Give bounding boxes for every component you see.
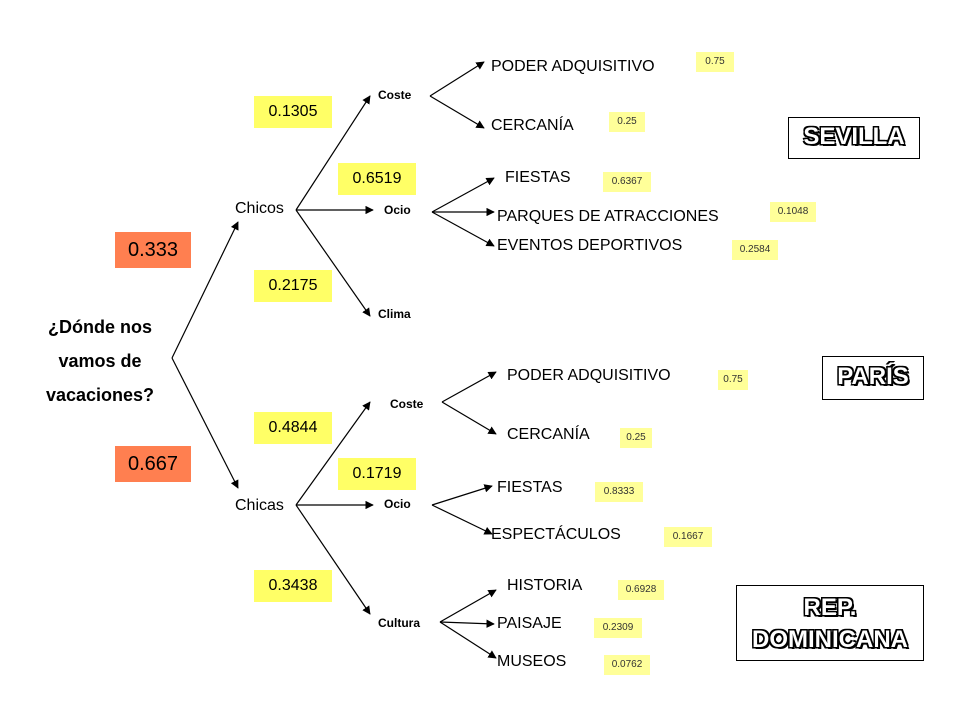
leaf-chicas-paisaje: PAISAJE [497,615,562,632]
node-chicas: Chicas [235,497,284,514]
weight-chicos-coste: 0.1305 [254,96,332,128]
destination-rep-line-1: REP. [803,594,857,621]
weight-chicas-historia: 0.6928 [618,580,664,600]
edge-coste-poder-1 [429,61,485,97]
leaf-chicas-museos: MUSEOS [497,653,567,670]
weight-chicas-fiestas: 0.8333 [595,482,643,502]
edge-coste-cercania-1 [429,95,485,129]
leaf-chicos-eventos: EVENTOS DEPORTIVOS [497,237,683,254]
edge-cultura-museos [439,621,497,659]
destination-rep-dominicana: REP. DOMINICANA [736,585,924,661]
edge-coste-poder-2 [441,371,497,403]
edge-chicas-coste [295,401,371,506]
edge-cultura-paisaje [439,619,495,628]
edge-chicos-coste [295,95,371,211]
weight-chicas-coste: 0.4844 [254,412,332,444]
destination-rep-line-2: DOMINICANA [752,626,908,653]
leaf-chicas-cercania: CERCANÍA [507,426,590,443]
edge-root-chicos [171,221,239,359]
weight-chicos-clima: 0.2175 [254,270,332,302]
weight-chicas-poder: 0.75 [718,370,748,390]
criterion-chicas-cultura: Cultura [378,616,420,630]
weight-chicas-museos: 0.0762 [604,655,650,675]
edge-root-chicas [171,357,239,489]
root-question: ¿Dónde nos vamos de vacaciones? [20,310,180,412]
criterion-chicos-ocio: Ocio [384,203,411,217]
weight-chicos-ocio: 0.6519 [338,163,416,195]
edge-chicas-cultura [295,504,371,615]
leaf-chicos-parques: PARQUES DE ATRACCIONES [497,208,719,225]
root-question-line-3: vacaciones? [45,385,155,405]
criterion-chicos-clima: Clima [378,307,411,321]
destination-sevilla: SEVILLA [788,117,920,159]
edge-ocio-fiestas-1 [431,177,495,213]
weight-chicos-eventos: 0.2584 [732,240,778,260]
weight-chicas-cercania: 0.25 [620,428,652,448]
leaf-chicos-poder: PODER ADQUISITIVO [491,58,655,75]
edge-ocio-fiestas-2 [431,484,493,506]
criterion-chicas-coste: Coste [390,397,424,411]
weight-chicas-ocio: 0.1719 [338,458,416,490]
root-question-line-1: ¿Dónde nos [48,317,152,337]
root-question-line-2: vamos de [58,351,142,371]
weight-chicos-fiestas: 0.6367 [603,172,651,192]
weight-chicos-parques: 0.1048 [770,202,816,222]
edge-coste-cercania-2 [441,401,497,435]
weight-chicos: 0.333 [115,232,191,268]
leaf-chicas-espectaculos: ESPECTÁCULOS [491,526,621,543]
weight-chicos-poder: 0.75 [696,52,734,72]
weight-chicas-espectaculos: 0.1667 [664,527,712,547]
edge-ocio-eventos-1 [431,211,495,247]
weight-chicas-cultura: 0.3438 [254,570,332,602]
weight-chicas-paisaje: 0.2309 [594,618,642,638]
destination-paris-label: PARÍS [837,363,909,390]
leaf-chicas-fiestas: FIESTAS [497,479,563,496]
weight-chicos-cercania: 0.25 [609,112,645,132]
edge-cultura-historia [439,589,497,623]
leaf-chicas-historia: HISTORIA [507,577,583,594]
node-chicos: Chicos [235,200,284,217]
leaf-chicos-cercania: CERCANÍA [491,117,574,134]
criterion-chicos-coste: Coste [378,88,412,102]
edge-ocio-espectaculos-2 [431,504,493,535]
destination-paris: PARÍS [822,356,924,400]
criterion-chicas-ocio: Ocio [384,497,411,511]
leaf-chicas-poder: PODER ADQUISITIVO [507,367,671,384]
leaf-chicos-fiestas: FIESTAS [505,169,571,186]
destination-sevilla-label: SEVILLA [803,123,905,150]
weight-chicas: 0.667 [115,446,191,482]
edge-chicos-clima [295,209,371,317]
